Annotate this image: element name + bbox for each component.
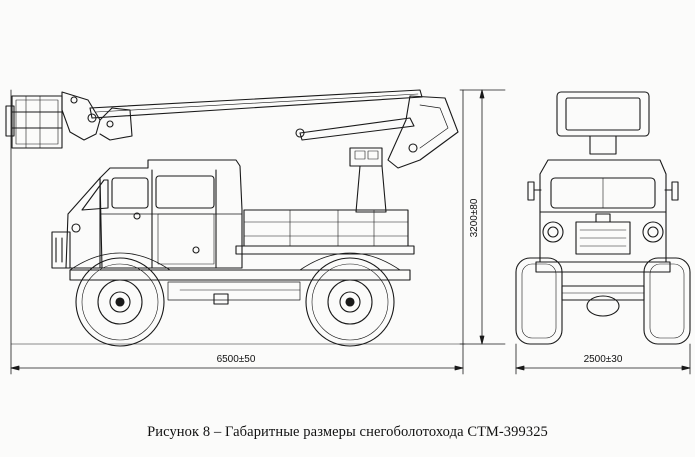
chassis-side — [69, 269, 411, 305]
rear-wheel-side — [305, 257, 395, 347]
figure-caption: Рисунок 8 – Габаритные размеры снегоболо… — [147, 424, 548, 440]
cab-front — [527, 159, 679, 273]
front-dimension-lines — [515, 343, 691, 375]
work-basket-front — [556, 91, 650, 155]
height-dimension-label: 3200±80 — [469, 198, 480, 237]
cargo-body-side — [235, 209, 415, 255]
length-dimension-label: 6500±50 — [217, 354, 256, 365]
control-post — [349, 147, 387, 213]
side-dimension-lines — [10, 89, 506, 375]
cab-side — [51, 159, 243, 269]
front-wheel-side — [75, 257, 165, 347]
side-view-truck — [5, 89, 459, 347]
work-basket-side — [5, 95, 63, 149]
front-view-truck — [515, 91, 691, 345]
width-dimension-label: 2500±30 — [584, 354, 623, 365]
front-tires — [515, 257, 691, 345]
boom-arm — [61, 89, 459, 169]
front-axle — [561, 285, 645, 317]
